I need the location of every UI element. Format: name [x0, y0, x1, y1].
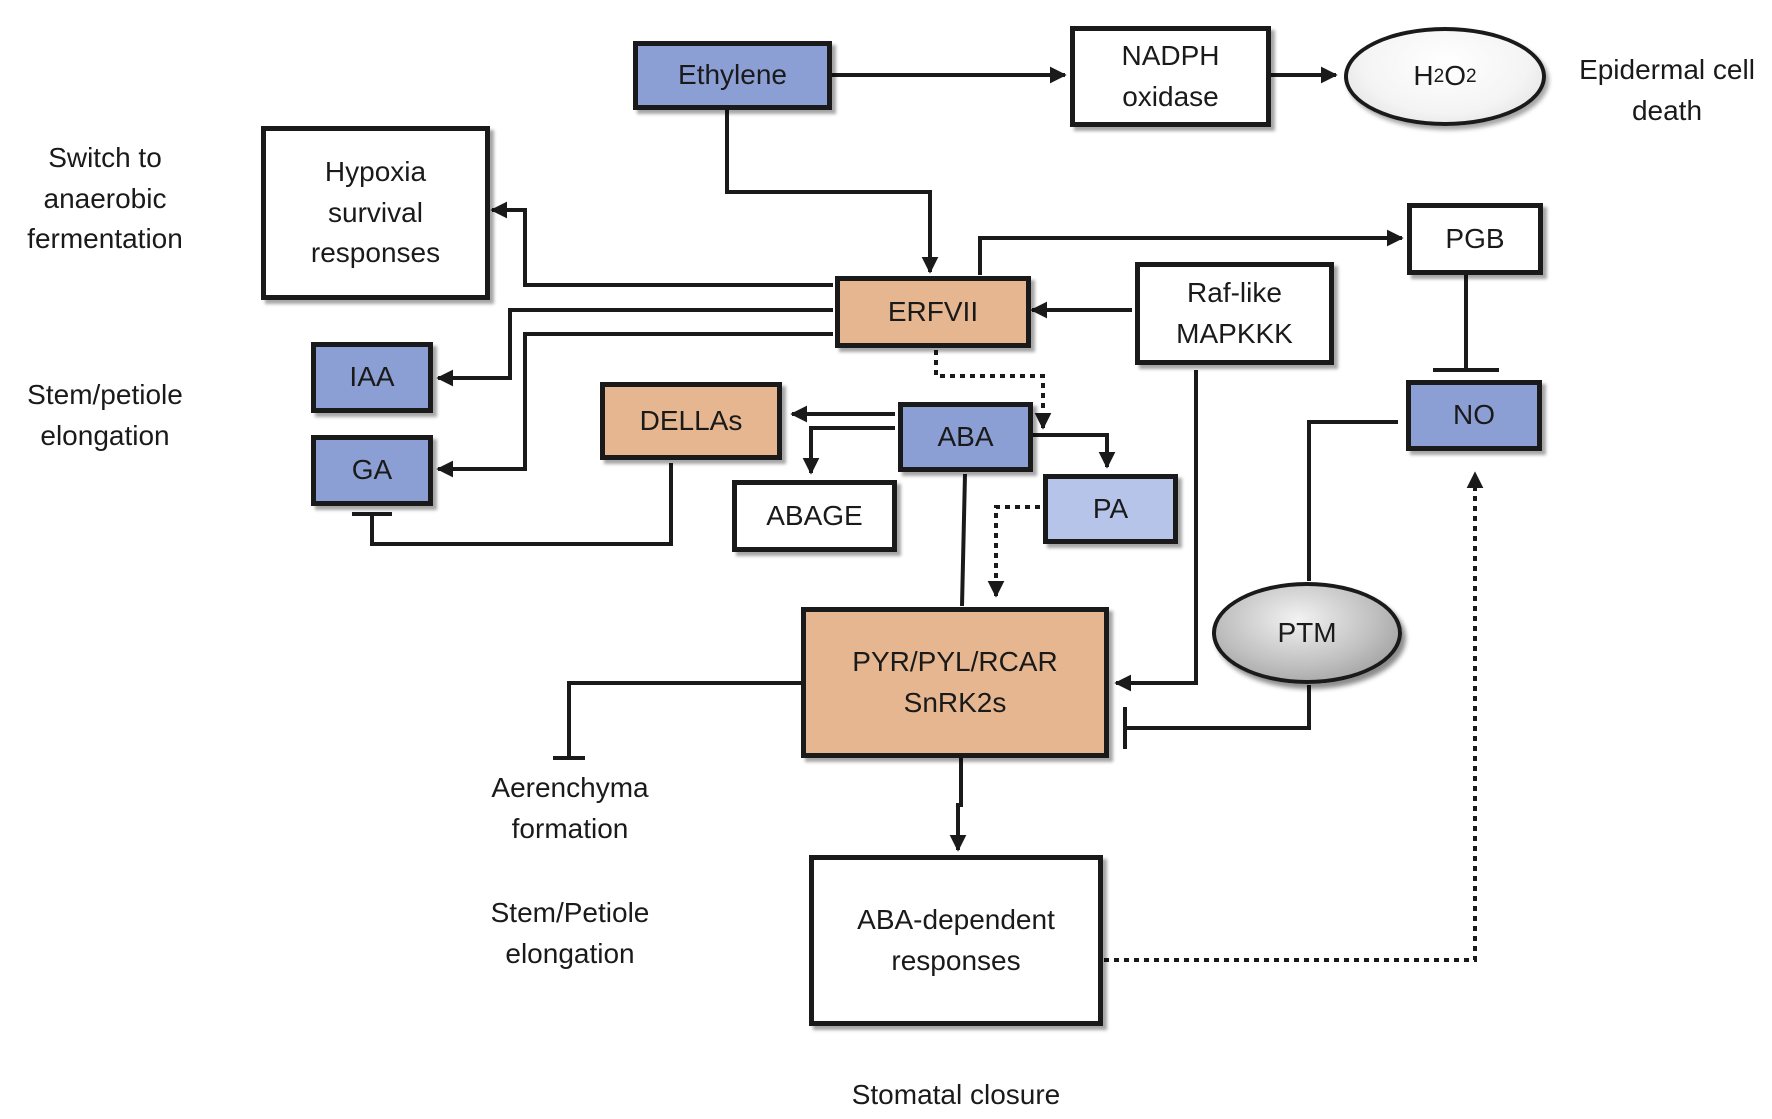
edge-pyr-responses	[949, 758, 967, 852]
label-aerenchyma-formation: Aerenchyma formation	[491, 772, 649, 844]
node-ga: GA	[311, 435, 433, 506]
h2o2-o: O	[1444, 60, 1466, 92]
edge-erfvii-aba-dotted	[934, 350, 1052, 430]
h2o2-h: H	[1413, 60, 1434, 92]
edge-ptm-pyr-inhibit	[1127, 685, 1311, 730]
edge-ethylene-erfvii	[725, 108, 939, 274]
edge-erfvii-iaa	[436, 308, 833, 387]
edge-responses-no-dotted	[1104, 471, 1484, 962]
node-aba-dependent-responses: ABA-dependent responses	[809, 855, 1103, 1026]
edge-aba-pa	[1032, 433, 1116, 469]
edge-aba-abage	[802, 426, 895, 475]
node-ethylene: Ethylene	[633, 41, 832, 110]
label-anaerobic-fermentation: Switch to anaerobic fermentation	[27, 142, 183, 255]
node-aba: ABA	[898, 402, 1033, 472]
label-stem-petiole-elongation-2: Stem/Petiole elongation	[490, 897, 650, 969]
edge-dellas-ga-inhibit	[370, 463, 673, 546]
h2o2-sub2: 2	[1466, 65, 1477, 87]
node-pgb: PGB	[1407, 203, 1543, 275]
edge-raf-pyr	[1114, 370, 1198, 692]
node-no: NO	[1406, 380, 1542, 451]
edge-pyr-aerenchyma-inhibit	[567, 681, 802, 758]
edge-erfvii-ga	[436, 332, 833, 478]
h2o2-sub1: 2	[1433, 65, 1445, 87]
node-pa: PA	[1043, 474, 1178, 544]
node-nadph-oxidase: NADPH oxidase	[1070, 26, 1271, 127]
node-iaa: IAA	[311, 342, 433, 413]
node-abage: ABAGE	[732, 480, 897, 552]
node-raf-mapkkk: Raf-like MAPKKK	[1135, 262, 1334, 365]
label-stem-petiole-elongation: Stem/petiole elongation	[27, 379, 183, 451]
node-ptm: PTM	[1212, 582, 1402, 684]
node-erfvii: ERFVII	[835, 276, 1031, 348]
node-dellas: DELLAs	[600, 382, 782, 460]
edge-aba-pyr	[960, 473, 967, 607]
edge-erfvii-pgb	[978, 229, 1404, 275]
label-stomatal-closure: Stomatal closure	[851, 1079, 1061, 1110]
edge-erfvii-hypoxia	[490, 201, 833, 287]
label-epidermal-cell-death: Epidermal cell death	[1579, 54, 1755, 126]
edge-no-ptm	[1307, 420, 1398, 581]
node-hypoxia-responses: Hypoxia survival responses	[261, 126, 490, 300]
edge-pa-pyr-dotted	[987, 505, 1040, 598]
node-pyr-snrk2s: PYR/PYL/RCAR SnRK2s	[801, 607, 1109, 758]
